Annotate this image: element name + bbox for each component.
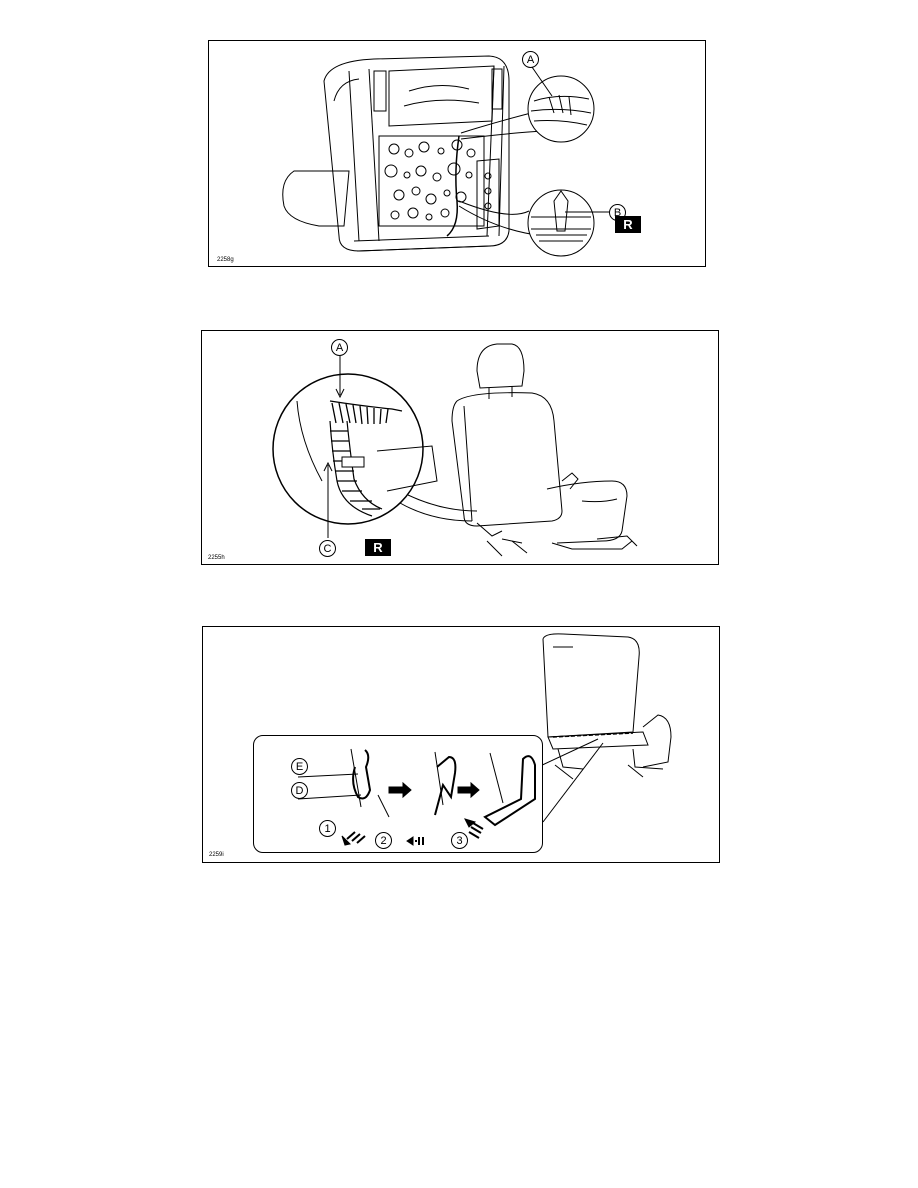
inset-detail-overlay	[297, 748, 536, 846]
figure-2-panel: A C R 2255h	[201, 330, 719, 565]
reuse-badge-fig2: R	[365, 539, 391, 556]
callout-e-fig3: E	[291, 758, 308, 775]
callout-c-fig2: C	[319, 540, 336, 557]
seat-back-frame-illustration	[282, 55, 609, 257]
figure-code-fig2: 2255h	[208, 555, 225, 561]
callout-a-fig2: A	[331, 339, 348, 356]
reuse-badge-fig1: R	[615, 216, 641, 233]
figure-code-fig3: 2259i	[209, 852, 224, 858]
plate-holes	[384, 139, 476, 221]
callout-a-fig1: A	[522, 51, 539, 68]
figure-1-panel: A B R 2258g	[208, 40, 706, 267]
step-3-label: 3	[451, 832, 468, 849]
step-2-label: 2	[375, 832, 392, 849]
callout-d-fig3: D	[291, 782, 308, 799]
seat-harness-illustration	[272, 343, 638, 557]
step-1-label: 1	[319, 820, 336, 837]
figure-code-fig1: 2258g	[217, 257, 234, 263]
figure-3-panel: E D 1 2 3 2259i	[202, 626, 720, 863]
